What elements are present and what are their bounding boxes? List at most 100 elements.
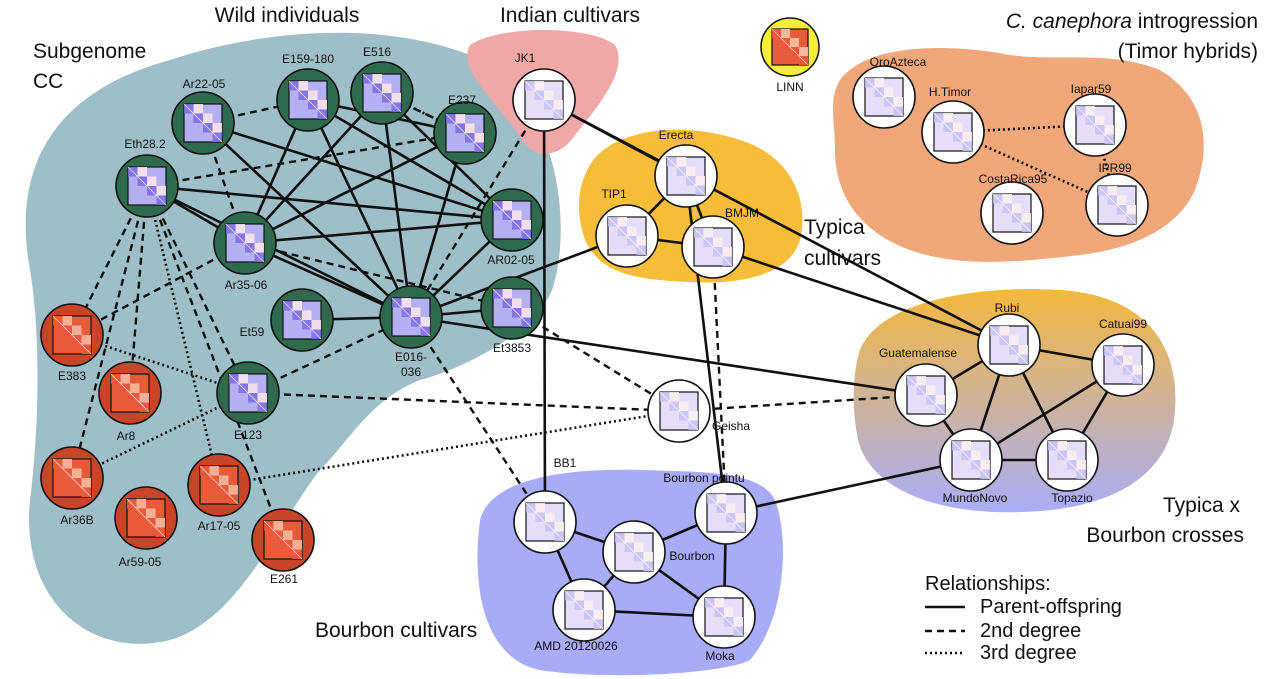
heatmap-block [298,81,308,91]
heatmap-block [1104,125,1114,135]
heatmap-block [512,210,522,220]
node-AR0205[interactable] [480,188,544,252]
node-Ar5905[interactable] [114,486,178,550]
edge-solid-E516-E016 [380,92,413,318]
group-label-timor: C. canephora introgression [1006,10,1258,33]
node-MundoNovo[interactable] [939,428,1003,492]
heatmap-block [248,383,258,393]
group-label-bourbon_title: Bourbon cultivars [315,619,477,642]
node-OroAzteca[interactable] [852,65,916,129]
heatmap-block [455,114,465,124]
timor-rest: introgression [1132,10,1258,33]
node-Ar8[interactable] [98,361,162,425]
node-HTimor[interactable] [921,100,985,164]
node-E516[interactable] [350,61,414,125]
heatmap-diagonal [362,73,402,113]
heatmap-block [1107,186,1117,196]
node-Catuai99[interactable] [1091,333,1155,397]
label-AMD: AMD 20120026 [534,639,618,653]
heatmap-block [781,29,790,38]
label-Ar1705: Ar17-05 [198,519,241,533]
node-IPR99[interactable] [1085,173,1149,237]
heatmap-block [139,393,149,403]
heatmap-block [679,401,689,411]
legend-label-dashed: 2nd degree [980,620,1081,642]
heatmap-block [893,97,903,107]
node-LINN[interactable] [771,28,809,66]
heatmap-diagonal [391,297,431,337]
edge-solid-Ar2205-E016 [202,122,412,318]
heatmap-block [574,591,584,601]
node-JK1[interactable] [512,68,576,132]
heatmap-diagonal [445,113,485,153]
node-E159[interactable] [276,68,340,132]
node-Et59[interactable] [270,288,334,352]
heatmap-diagonal [127,166,167,206]
node-Ar36B[interactable] [40,446,104,510]
node-Ar1705[interactable] [187,453,251,517]
heatmap-block [137,167,147,177]
node-E237[interactable] [433,101,497,165]
node-Geisha[interactable] [647,379,711,443]
node-Rubi[interactable] [977,313,1041,377]
heatmap-diagonal [52,315,92,355]
node-CostaRica95[interactable] [980,181,1044,245]
node-BourbonPointu[interactable] [694,481,758,545]
heatmap-block [874,78,884,88]
node-Eth282[interactable] [115,154,179,218]
label-MundoNovo: MundoNovo [943,491,1008,505]
label-JK1: JK1 [515,51,536,65]
heatmap-block [1132,365,1142,375]
node-E016[interactable] [379,285,443,349]
heatmap-block [81,335,91,345]
node-Erecta[interactable] [654,144,718,208]
heatmap-block [724,607,734,617]
edge-solid-Ar2205-AR0205 [202,121,513,222]
node-E383[interactable] [40,303,104,367]
heatmap-block [1067,450,1077,460]
heatmap-block [120,374,130,384]
node-Iapar59[interactable] [1063,93,1127,157]
heatmap-diagonal [704,597,744,637]
label-E016_l1: E016- [395,350,427,364]
heatmap-block [193,104,203,114]
node-Guatemalense[interactable] [894,363,958,427]
label-E261: E261 [270,572,298,586]
node-Topazio[interactable] [1035,428,1099,492]
node-Ar2205[interactable] [171,91,235,155]
heatmap-block [521,308,531,318]
label-E383: E383 [58,369,86,383]
heatmap-block [512,298,522,308]
label-Moka: Moka [705,649,735,663]
node-Bourbon[interactable] [602,520,666,584]
edge-solid-Eth282-AR0205 [146,184,513,222]
label-Erecta: Erecta [659,128,694,142]
heatmap-diagonal [126,498,166,538]
heatmap-block [703,228,713,238]
edge-dashed-BMJM-BourbonPointu [711,246,728,514]
heatmap-block [1126,205,1136,215]
heatmap-block [1076,460,1086,470]
node-Et3853[interactable] [480,276,544,340]
heatmap-block [1012,203,1022,213]
group-label-wild_title: Wild individuals [215,4,360,27]
label-E237: E237 [448,93,476,107]
node-AMD[interactable] [552,578,616,642]
heatmap-block [420,317,430,327]
heatmap-block [1095,115,1105,125]
heatmap-block [799,47,808,56]
label-Ar5905: Ar59-05 [119,555,162,569]
node-Ar3506[interactable] [213,211,277,275]
heatmap-block [1021,213,1031,223]
heatmap-block [372,74,382,84]
node-BB1[interactable] [513,490,577,554]
node-E123[interactable] [216,361,280,425]
node-TIP1[interactable] [595,204,659,268]
heatmap-block [209,466,219,476]
node-E261[interactable] [251,508,315,572]
node-Moka[interactable] [692,585,756,649]
heatmap-block [62,459,72,469]
heatmap-block [643,552,653,562]
node-BMJM[interactable] [681,215,745,279]
